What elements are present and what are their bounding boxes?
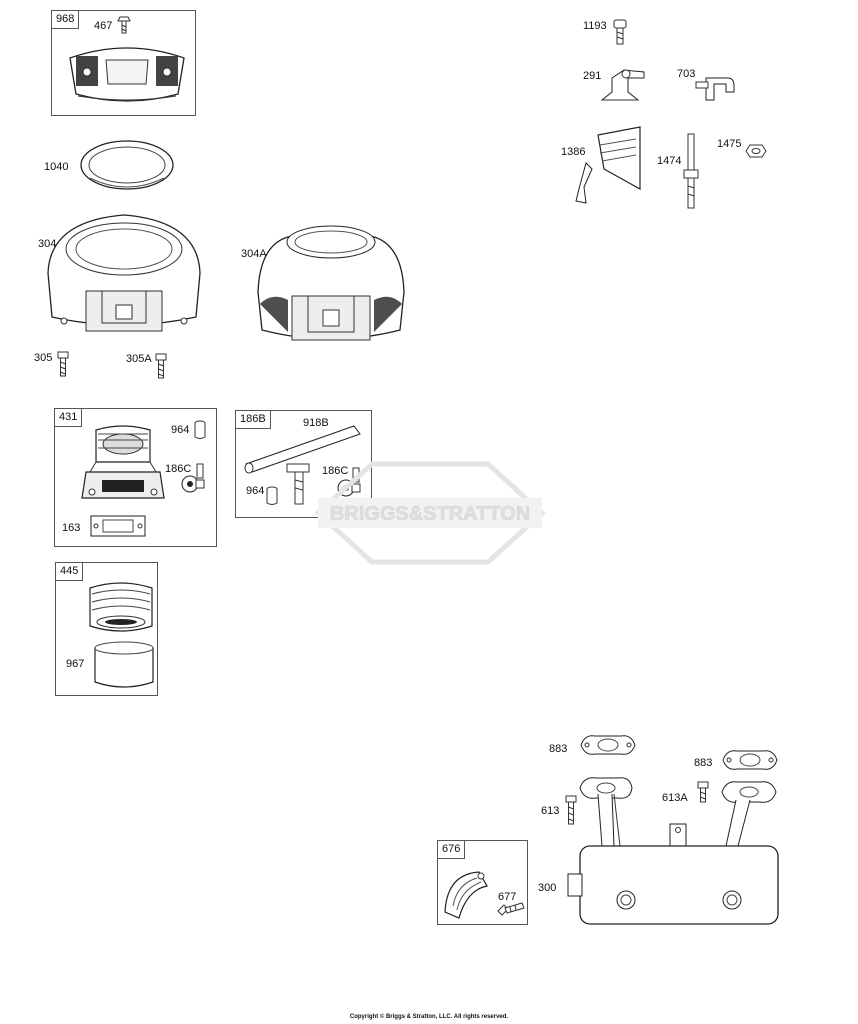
gasket-883-b-icon[interactable]	[721, 747, 779, 773]
part-label-964-a[interactable]: 964	[171, 424, 190, 436]
tube-918b-icon[interactable]	[240, 420, 364, 478]
part-label-305[interactable]: 305	[34, 352, 53, 364]
stud-1474-icon[interactable]	[683, 132, 699, 210]
bolt-305a-icon[interactable]	[155, 352, 167, 380]
svg-text:BRIGGS&STRATTON: BRIGGS&STRATTON	[330, 503, 530, 525]
assembly-tag-431: 431	[55, 409, 83, 427]
part-label-677[interactable]: 677	[498, 891, 517, 903]
bolt-305-icon[interactable]	[57, 350, 69, 378]
blower-housing-304a-icon[interactable]	[252, 222, 410, 352]
screw-467-icon[interactable]	[117, 15, 131, 35]
sleeve-964-b-icon[interactable]	[266, 486, 278, 506]
breather-fitting-186c-a-icon[interactable]	[178, 462, 208, 494]
clip-703-icon[interactable]	[694, 72, 736, 106]
part-label-305a[interactable]: 305A	[126, 353, 152, 365]
blower-housing-304-icon[interactable]	[40, 213, 208, 339]
ring-1040-icon[interactable]	[78, 138, 176, 194]
gasket-883-a-icon[interactable]	[579, 732, 637, 758]
spark-arrestor-676-icon[interactable]	[441, 868, 491, 920]
part-label-1386[interactable]: 1386	[561, 146, 586, 158]
part-label-964-b[interactable]: 964	[246, 485, 265, 497]
bolt-613a-icon[interactable]	[697, 780, 709, 804]
sleeve-964-a-icon[interactable]	[194, 420, 206, 440]
blower-cover-968-icon[interactable]	[66, 38, 188, 108]
part-label-883-a[interactable]: 883	[549, 743, 568, 755]
muffler-300-icon[interactable]	[566, 766, 782, 928]
bolt-613-icon[interactable]	[565, 794, 577, 826]
assembly-tag-968: 968	[52, 11, 80, 29]
assembly-tag-676: 676	[438, 841, 466, 859]
part-label-613[interactable]: 613	[541, 805, 560, 817]
bracket-291-icon[interactable]	[598, 62, 648, 106]
part-label-304a[interactable]: 304A	[241, 248, 267, 260]
assembly-tag-445: 445	[56, 563, 84, 581]
part-label-186c-b[interactable]: 186C	[322, 465, 349, 477]
part-label-1475[interactable]: 1475	[717, 138, 742, 150]
screw-1193-icon[interactable]	[613, 18, 627, 46]
brand-watermark-logo: BRIGGS&STRATTON	[314, 460, 546, 571]
part-label-291[interactable]: 291	[583, 70, 602, 82]
part-label-703[interactable]: 703	[677, 68, 696, 80]
part-label-186c-a[interactable]: 186C	[165, 463, 192, 475]
assembly-box-676: 676	[437, 840, 528, 925]
assembly-box-431: 431	[54, 408, 217, 547]
nut-1475-icon[interactable]	[745, 143, 767, 159]
part-label-304[interactable]: 304	[38, 238, 57, 250]
screw-677-icon[interactable]	[496, 901, 526, 919]
assembly-box-445: 445	[55, 562, 158, 696]
pre-cleaner-967-icon[interactable]	[91, 640, 157, 692]
air-filter-445-icon[interactable]	[84, 578, 158, 640]
assembly-box-968: 968	[51, 10, 196, 116]
part-label-883-b[interactable]: 883	[694, 757, 713, 769]
air-cleaner-base-431-icon[interactable]	[80, 422, 166, 508]
part-label-918b[interactable]: 918B	[303, 417, 329, 429]
part-label-613a[interactable]: 613A	[662, 792, 688, 804]
part-label-1474[interactable]: 1474	[657, 155, 682, 167]
part-label-1040[interactable]: 1040	[44, 161, 69, 173]
gasket-163-icon[interactable]	[89, 512, 147, 540]
copyright-text: Copyright © Briggs & Stratton, LLC. All …	[349, 1014, 509, 1020]
governor-plate-1386-icon[interactable]	[570, 125, 646, 209]
part-label-300[interactable]: 300	[538, 882, 557, 894]
part-label-1193[interactable]: 1193	[583, 20, 607, 32]
part-label-467[interactable]: 467	[94, 20, 113, 32]
part-label-163[interactable]: 163	[62, 522, 81, 534]
part-label-967[interactable]: 967	[66, 658, 85, 670]
elbow-fitting-icon[interactable]	[285, 462, 313, 508]
assembly-tag-186b: 186B	[236, 411, 271, 429]
